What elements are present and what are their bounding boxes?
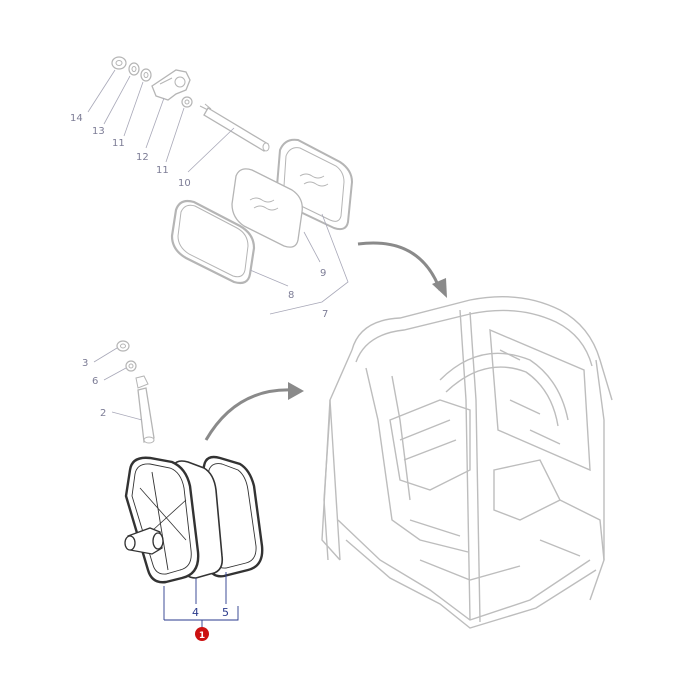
nut-part — [116, 340, 130, 352]
callout-9: 9 — [320, 268, 326, 279]
mirror-housing-part — [124, 456, 200, 584]
item-badge-label: 1 — [199, 631, 205, 641]
washer-part — [181, 96, 193, 108]
callout-6: 6 — [92, 376, 98, 387]
washer-part — [128, 62, 140, 76]
curved-arrow-icon — [204, 382, 304, 441]
nut-part — [111, 56, 127, 70]
callout-12: 12 — [136, 152, 149, 163]
mirror-glass-part — [231, 168, 303, 248]
callout-3: 3 — [82, 358, 88, 369]
mirror-seal-part — [170, 199, 256, 285]
mirror-rod-part — [199, 103, 270, 152]
upper-mirror-assembly — [111, 56, 354, 285]
tractor-cab-frame — [321, 296, 613, 629]
callout-11-washer-b: 11 — [156, 165, 169, 176]
lower-mirror-assembly — [116, 340, 264, 584]
callout-4: 4 — [192, 606, 199, 619]
washer-part — [140, 68, 152, 82]
callout-7: 7 — [322, 309, 328, 320]
callout-14: 14 — [70, 113, 83, 124]
callout-5: 5 — [222, 606, 229, 619]
mirror-pin-part — [135, 375, 155, 444]
callout-2: 2 — [100, 408, 106, 419]
callout-13: 13 — [92, 126, 105, 137]
upper-callout-leaders — [87, 69, 349, 315]
callout-10: 10 — [178, 178, 191, 189]
callout-8: 8 — [288, 290, 294, 301]
clamp-bracket-part — [151, 69, 191, 101]
lower-callout-leaders — [93, 347, 143, 421]
washer-part — [125, 360, 137, 372]
callout-11-washer: 11 — [112, 138, 125, 149]
curved-arrow-icon — [357, 241, 447, 298]
item-badge[interactable]: 1 — [195, 627, 209, 641]
assembly-bracket — [163, 572, 239, 628]
